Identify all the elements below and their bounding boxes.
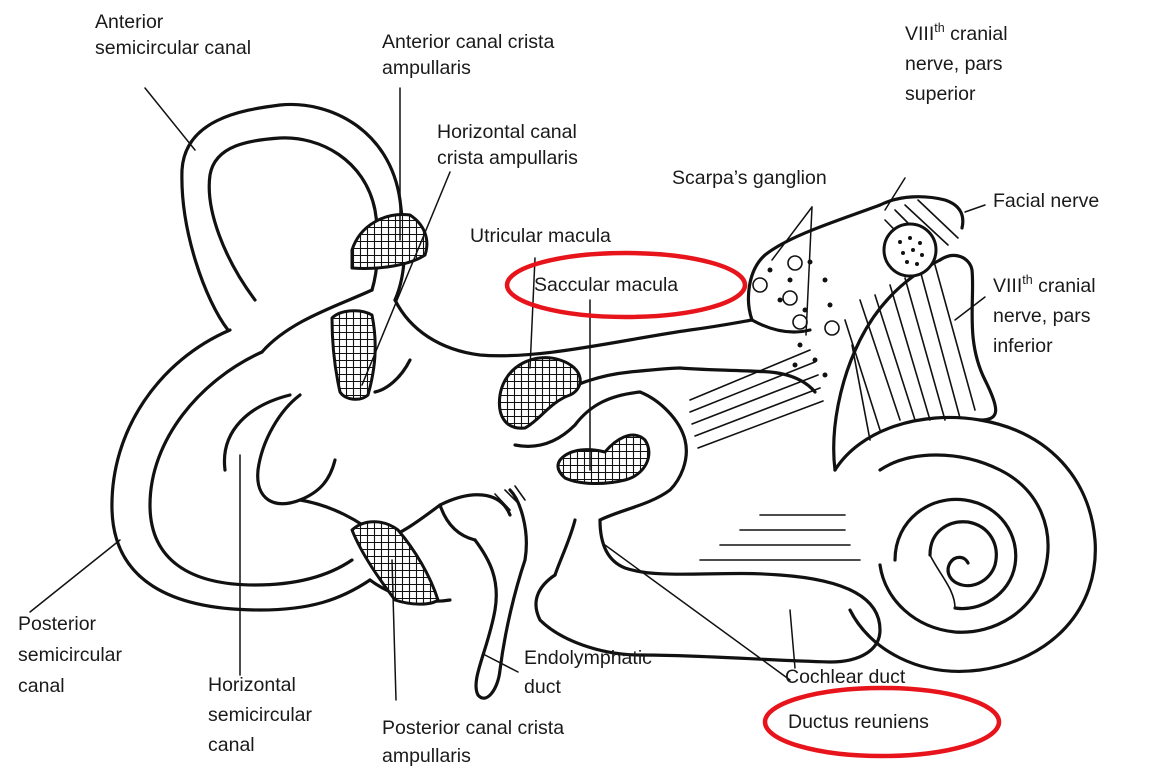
horizontal-crista-label-1: Horizontal canal <box>437 121 577 143</box>
anterior-crista-label-2: ampullaris <box>382 57 471 79</box>
saccular-macula-shape <box>558 435 649 484</box>
viii-inferior-label-1: VIIIth cranial <box>993 273 1096 297</box>
horizontal-crista <box>332 311 375 400</box>
saccule-and-cochlear-duct <box>536 520 880 662</box>
endolymphatic-duct-label-2: duct <box>524 676 561 698</box>
anterior-semicircular-canal <box>182 104 404 330</box>
facial-nerve-cylinder <box>880 197 963 276</box>
anterior-crista-label-1: Anterior canal crista <box>382 31 554 53</box>
endolymphatic-duct <box>475 486 526 698</box>
vestibule <box>224 290 752 601</box>
utricular-macula-label: Utricular macula <box>470 225 611 247</box>
utricular-macula <box>499 358 580 428</box>
horizontal-sc-label-3: canal <box>208 734 255 756</box>
highlights <box>507 253 999 756</box>
anterior-crista <box>352 215 427 269</box>
horizontal-sc-label-2: semicircular <box>208 704 313 726</box>
scarpas-ganglion-cells <box>768 260 833 378</box>
posterior-crista <box>352 522 438 604</box>
posterior-sc-label-1: Posterior <box>18 613 97 635</box>
viii-superior-label-3: superior <box>905 83 976 105</box>
horizontal-sc-label-1: Horizontal <box>208 674 296 696</box>
cranial-nerve-viii <box>680 197 996 470</box>
cochlea <box>700 417 1095 671</box>
viii-superior-label-2: nerve, pars <box>905 53 1003 75</box>
endolymphatic-duct-label-1: Endolymphatic <box>524 647 652 669</box>
saccular-macula-label: Saccular macula <box>534 274 678 296</box>
scarpa-label: Scarpa’s ganglion <box>672 167 827 189</box>
sensory-epithelia <box>332 215 649 605</box>
ductus-reuniens-label: Ductus reuniens <box>788 711 929 733</box>
posterior-sc-label-2: semicircular <box>18 644 123 666</box>
anterior-sc-label-1: Anterior <box>95 11 164 33</box>
posterior-crista-label-2: ampullaris <box>382 745 471 767</box>
viii-superior-label-1: VIIIth cranial <box>905 21 1008 45</box>
cochlear-duct-label: Cochlear duct <box>785 666 906 688</box>
posterior-crista-label-1: Posterior canal crista <box>382 717 564 739</box>
viii-inferior-label-2: nerve, pars <box>993 305 1091 327</box>
facial-nerve-label: Facial nerve <box>993 190 1099 212</box>
posterior-sc-label-3: canal <box>18 675 65 697</box>
anterior-sc-label-2: semicircular canal <box>95 37 251 59</box>
horizontal-crista-label-2: crista ampullaris <box>437 147 578 169</box>
viii-inferior-label-3: inferior <box>993 335 1053 357</box>
